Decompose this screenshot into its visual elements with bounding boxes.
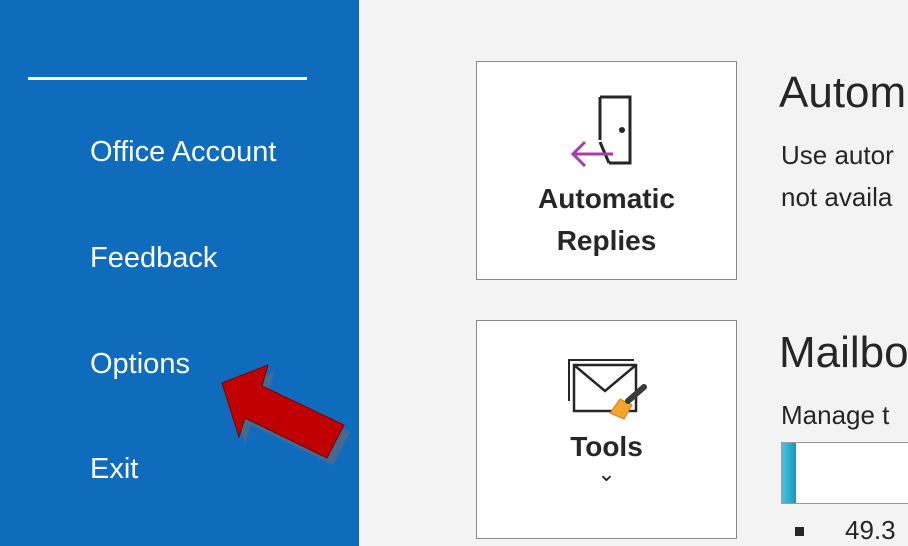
automatic-replies-label-line1: Automatic xyxy=(538,183,675,214)
tools-label: Tools xyxy=(570,431,643,462)
automatic-replies-desc-line2: not availa xyxy=(781,182,893,212)
mailbox-usage-text: 49.3 xyxy=(845,515,896,545)
automatic-replies-label-line2: Replies xyxy=(556,225,657,256)
envelope-broom-icon xyxy=(567,359,647,420)
automatic-replies-icon xyxy=(570,95,631,168)
bullet-icon xyxy=(795,527,804,536)
sidebar-item-options[interactable]: Options xyxy=(90,348,190,380)
mailbox-desc-line1: Manage t xyxy=(781,400,890,430)
automatic-replies-desc-line1: Use autor xyxy=(781,140,894,170)
main-content: Automatic Replies Autom Use autor not av… xyxy=(359,0,908,546)
automatic-replies-button[interactable]: Automatic Replies xyxy=(476,61,737,280)
backstage-sidebar: Office Account Feedback Options Exit xyxy=(0,0,359,546)
tools-button[interactable]: Tools ⌄ xyxy=(476,320,737,539)
mailbox-title: Mailbo xyxy=(779,328,908,377)
sidebar-item-exit[interactable]: Exit xyxy=(90,453,139,485)
chevron-down-icon: ⌄ xyxy=(597,461,616,486)
sidebar-divider xyxy=(28,77,307,80)
sidebar-item-feedback[interactable]: Feedback xyxy=(90,242,218,274)
automatic-replies-title: Autom xyxy=(779,68,907,117)
mailbox-usage-bar xyxy=(781,442,908,504)
sidebar-item-office-account[interactable]: Office Account xyxy=(90,136,277,168)
mailbox-usage-fill xyxy=(782,443,796,503)
